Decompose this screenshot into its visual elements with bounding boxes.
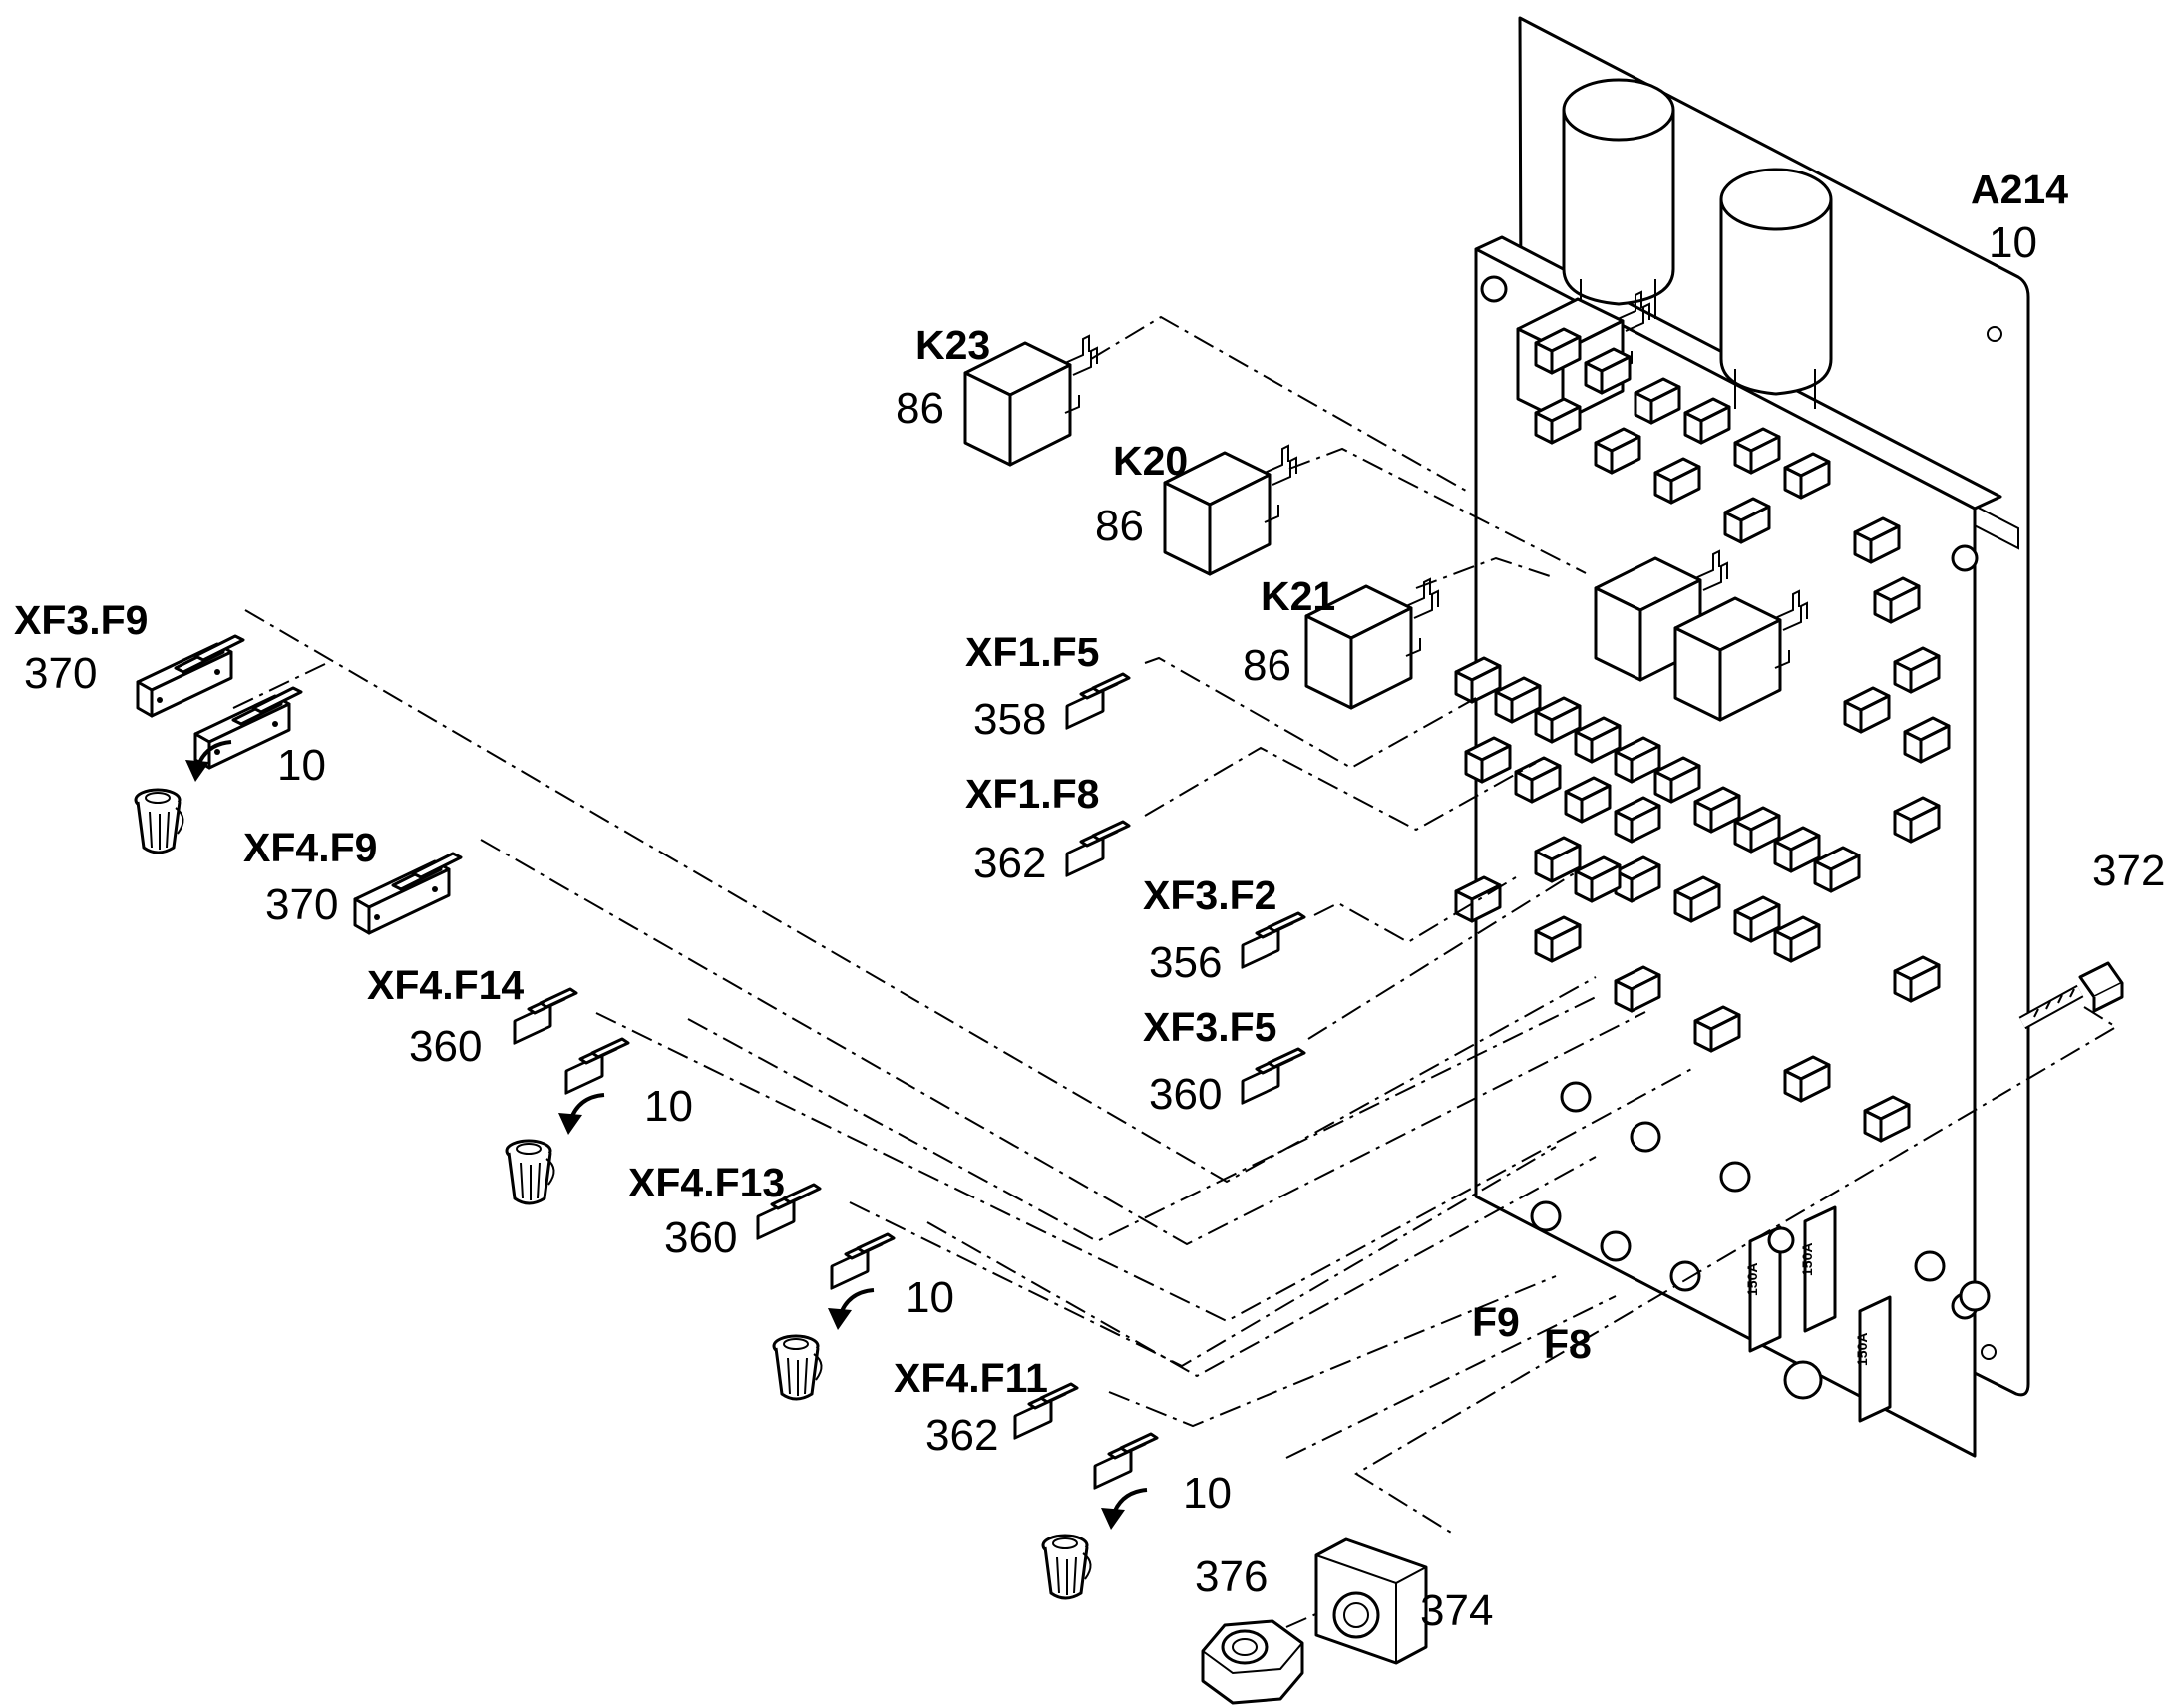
fuse-xf4-f11-spare [1093,1432,1159,1490]
callout-xf4-f14: XF4.F14 360 10 [367,962,693,1131]
callout-spare-qty: 10 [277,741,326,790]
capacitor [1719,168,1833,409]
curved-arrow-icon [556,1093,606,1137]
callout-qty: 86 [1243,641,1291,690]
board-power-fuse: 150A [1799,1205,1837,1333]
board-power-fuse: 150A [1744,1225,1782,1353]
control-board-a214: 150A 150A 150A [1454,16,2030,1458]
capacitor [1562,78,1675,319]
fuse-xf3-f5 [1241,1047,1306,1105]
callout-ref: A214 [1971,167,2068,212]
callout-xf3-f9: XF3.F9 370 10 [14,597,326,790]
callout-qty: 360 [409,1022,482,1071]
fuse-xf4-f14 [513,987,578,1045]
callout-qty: 10 [1989,218,2037,267]
board-fuse-rating: 150A [1799,1243,1815,1276]
part-number-nut: 376 [1195,1552,1268,1601]
callout-k23: K23 86 [896,322,990,433]
callout-ref: XF3.F9 [14,597,148,643]
callout-ref: K20 [1113,438,1188,484]
leader-lines [228,315,2118,1628]
callout-xf1-f8: XF1.F8 362 [965,771,1099,887]
fuse-xf1-f5 [1065,672,1131,730]
callout-k20: K20 86 [1095,438,1188,550]
callout-spare-qty: 10 [906,1273,954,1322]
trash-bin-icon [134,788,185,854]
board-fuse-rating: 150A [1854,1333,1870,1366]
callout-ref: XF4.F11 [894,1355,1048,1401]
callout-ref: XF4.F9 [243,825,377,870]
callout-xf4-f9: XF4.F9 370 [243,825,377,929]
fuse-ref-f9: F9 [1472,1299,1520,1345]
board-power-fuse: 150A [1854,1295,1892,1423]
callout-spare-qty: 10 [644,1082,693,1131]
fuse-ref-f8: F8 [1544,1321,1592,1367]
fuse-xf4-f13-spare [830,1232,896,1290]
callout-xf4-f11: XF4.F11 362 10 [894,1355,1232,1518]
trash-bin-icon [505,1139,556,1205]
callout-xf4-f13: XF4.F13 360 10 [628,1160,954,1322]
callout-qty: 358 [973,695,1046,744]
callout-ref: K21 [1261,573,1335,619]
trash-bin-icon [1041,1534,1093,1600]
fuse-xf1-f8 [1065,820,1131,877]
callout-xf1-f5: XF1.F5 358 [965,629,1099,744]
part-number-bracket: 374 [1420,1586,1493,1635]
fuse-xf3-f2 [1241,911,1306,969]
trash-bin-icon [772,1334,824,1401]
callout-qty: 356 [1149,938,1222,987]
curved-arrow-icon [826,1288,876,1332]
callout-qty: 360 [1149,1070,1222,1119]
callout-qty: 86 [1095,502,1144,550]
callout-ref: XF1.F8 [965,771,1099,817]
callout-xf3-f5: XF3.F5 360 [1143,1004,1276,1119]
callout-a214: A214 10 [1971,167,2068,267]
callout-ref: K23 [915,322,990,368]
callout-ref: XF3.F2 [1143,872,1276,918]
nut-376 [1201,1619,1304,1705]
screw-372 [2018,961,2124,1030]
callout-qty: 362 [973,839,1046,887]
callout-qty: 370 [265,880,338,929]
callout-ref: XF3.F5 [1143,1004,1276,1050]
callout-ref: XF4.F13 [628,1160,785,1205]
part-number-screw: 372 [2092,847,2165,895]
callout-qty: 362 [925,1411,998,1460]
callout-ref: XF4.F14 [367,962,524,1008]
fuse-xf4-f14-spare [564,1037,630,1095]
curved-arrow-icon [1099,1488,1149,1532]
callout-xf3-f2: XF3.F2 356 [1143,872,1276,987]
callout-qty: 360 [664,1213,737,1262]
fuse-xf3-f9 [136,634,245,718]
callout-qty: 86 [896,384,944,433]
callout-ref: XF1.F5 [965,629,1099,675]
callout-qty: 370 [24,649,97,698]
board-fuse-rating: 150A [1744,1263,1760,1296]
callout-spare-qty: 10 [1183,1469,1232,1518]
bracket-374 [1314,1537,1428,1665]
callout-k21: K21 86 [1243,573,1335,690]
